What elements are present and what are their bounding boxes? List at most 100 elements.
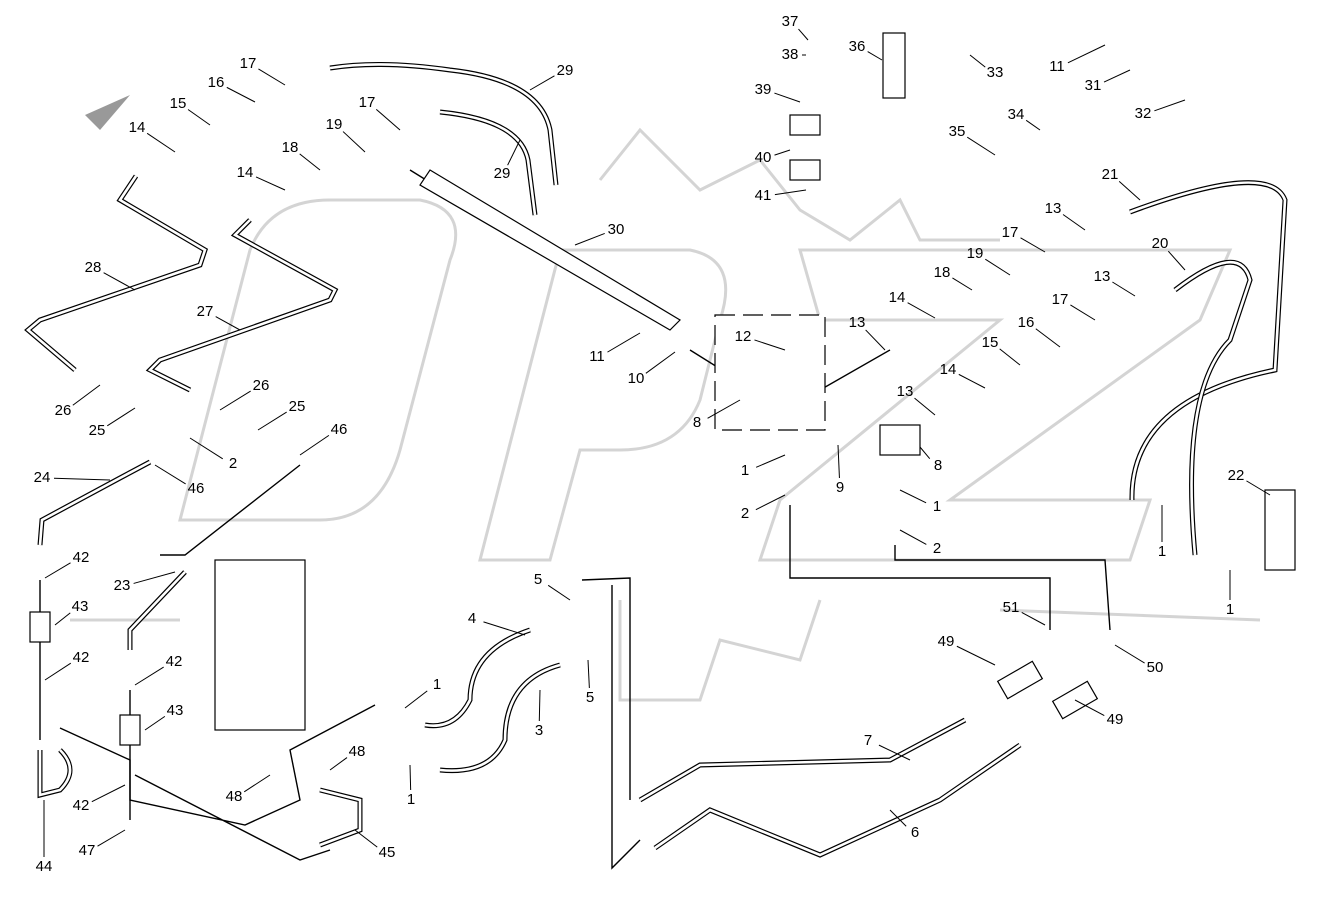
callout-19: 19 [967,245,984,262]
callout-leader-line [44,662,72,681]
callout-13: 13 [849,314,866,331]
callout-41: 41 [755,187,772,204]
callout-leader-line [144,715,166,731]
callout-46: 46 [331,421,348,438]
callout-leader-line [189,437,223,460]
callout-42: 42 [166,653,183,670]
callout-leader-line [1062,214,1086,231]
callout-48: 48 [226,788,243,805]
clamp-block [789,114,821,136]
callout-leader-line [91,784,126,803]
tee-fitting [119,714,141,746]
callout-leader-line [187,109,211,126]
callout-leader-line [243,774,271,793]
callout-leader-line [587,659,590,689]
spiral-hose-guard [882,32,906,99]
callout-24: 24 [34,469,51,486]
callout-leader-line [1167,250,1186,271]
callout-18: 18 [282,139,299,156]
steering-cylinder [419,169,681,331]
callout-42: 42 [73,549,90,566]
callout-leader-line [899,489,927,504]
callout-32: 32 [1135,105,1152,122]
callout-25: 25 [89,422,106,439]
callout-14: 14 [889,289,906,306]
callout-42: 42 [73,797,90,814]
callout-2: 2 [229,455,237,472]
callout-leader-line [754,339,786,351]
callout-leader-line [547,584,571,601]
callout-leader-line [53,477,111,481]
callout-4: 4 [468,610,476,627]
callout-49: 49 [938,633,955,650]
callout-44: 44 [36,858,53,875]
callout-22: 22 [1228,467,1245,484]
callout-leader-line [755,454,786,468]
callout-26: 26 [55,402,72,419]
callout-1: 1 [1226,601,1234,618]
callout-leader-line [409,764,412,791]
valve-block [879,424,921,456]
callout-leader-line [215,316,241,331]
callout-leader-line [865,329,886,351]
callout-47: 47 [79,842,96,859]
callout-13: 13 [1094,268,1111,285]
callout-8: 8 [934,457,942,474]
callout-leader-line [103,272,136,291]
callout-27: 27 [197,303,214,320]
callout-leader-line [645,351,676,374]
callout-leader-line [255,176,286,191]
callout-37: 37 [782,13,799,30]
callout-34: 34 [1008,106,1025,123]
callout-leader-line [219,390,251,411]
callout-leader-line [1035,328,1061,348]
callout-leader-line [299,153,321,171]
callout-51: 51 [1003,599,1020,616]
callout-10: 10 [628,370,645,387]
callout-leader-line [538,689,541,722]
callout-17: 17 [240,55,257,72]
callout-15: 15 [170,95,187,112]
callout-40: 40 [755,149,772,166]
callout-leader-line [956,645,996,666]
callout-leader-line [1070,304,1096,321]
callout-23: 23 [114,577,131,594]
callout-leader-line [258,68,286,86]
callout-2: 2 [741,505,749,522]
callout-leader-line [1118,181,1141,201]
callout-29: 29 [494,165,511,182]
callout-leader-line [1103,69,1131,83]
callout-43: 43 [72,598,89,615]
callout-leader-line [774,92,801,103]
callout-leader-line [1021,612,1046,626]
clamp-block [789,159,821,181]
callout-leader-line [1067,44,1106,64]
callout-17: 17 [1002,224,1019,241]
direction-arrow-icon [85,95,130,130]
callout-1: 1 [1158,543,1166,560]
callout-9: 9 [836,479,844,496]
callout-leader-line [837,444,840,479]
callout-leader-line [985,258,1011,276]
callout-leader-line [878,744,911,761]
callout-1: 1 [933,498,941,515]
callout-leader-line [907,302,936,319]
pipes [24,61,1288,870]
callout-leader-line [1025,119,1041,131]
callout-8: 8 [693,414,701,431]
callout-leader-line [774,149,791,156]
callout-leader-line [72,384,101,406]
callout-leader-line [226,86,256,103]
control-valve-bank [214,559,306,731]
check-valve [996,660,1044,700]
callout-leader-line [529,75,555,91]
callout-leader-line [133,571,176,584]
callout-leader-line [899,529,927,545]
callout-leader-line [1020,237,1046,253]
callout-13: 13 [897,383,914,400]
callout-38: 38 [782,46,799,63]
callout-18: 18 [934,264,951,281]
callout-leader-line [44,562,71,579]
